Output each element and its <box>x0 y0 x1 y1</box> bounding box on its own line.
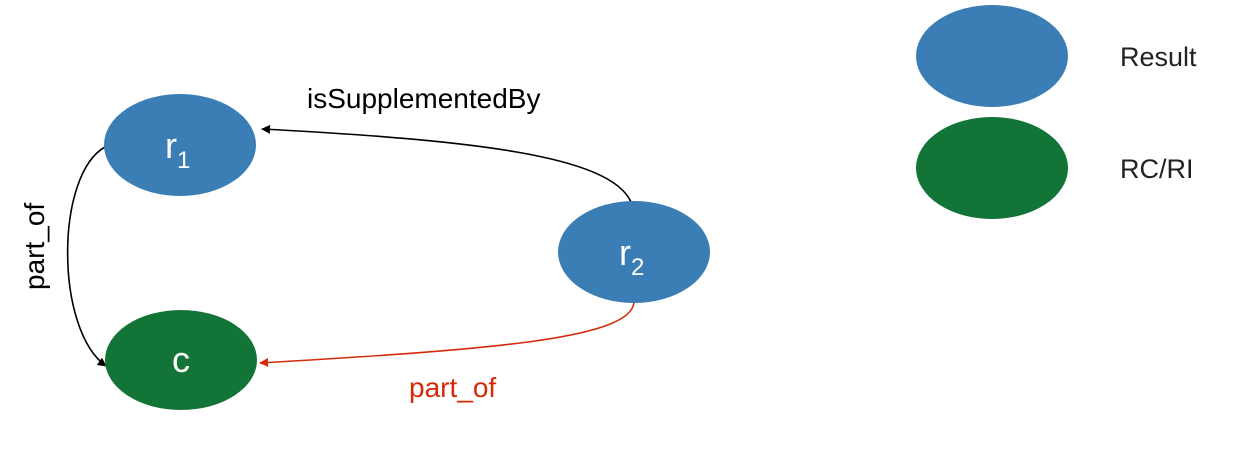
node-r2-shape <box>558 201 710 303</box>
legend-swatch-rc-ri <box>916 117 1068 219</box>
edge-part-of-r1-c <box>66 146 107 367</box>
node-c[interactable]: c <box>105 310 257 410</box>
node-r1-label: r1 <box>165 125 190 174</box>
edge-label-is-supplemented-by: isSupplementedBy <box>307 83 540 114</box>
node-r2-label: r2 <box>619 232 644 281</box>
legend-label-result: Result <box>1120 42 1197 72</box>
node-r1-shape <box>104 94 256 196</box>
node-c-shape <box>105 310 257 410</box>
legend-item-result: Result <box>916 5 1197 107</box>
edge-label-part-of-r2-c: part_of <box>409 372 496 403</box>
legend-item-rc-ri: RC/RI <box>916 117 1194 219</box>
edge-is-supplemented-by <box>261 124 632 203</box>
node-r1[interactable]: r1 <box>104 94 256 196</box>
legend: Result RC/RI <box>916 5 1197 219</box>
node-c-label: c <box>172 339 190 380</box>
legend-swatch-result <box>916 5 1068 107</box>
node-r2[interactable]: r2 <box>558 201 710 303</box>
legend-label-rc-ri: RC/RI <box>1120 154 1194 184</box>
edge-label-part-of-r1-c: part_of <box>19 203 50 290</box>
edge-part-of-r2-c <box>259 301 635 368</box>
